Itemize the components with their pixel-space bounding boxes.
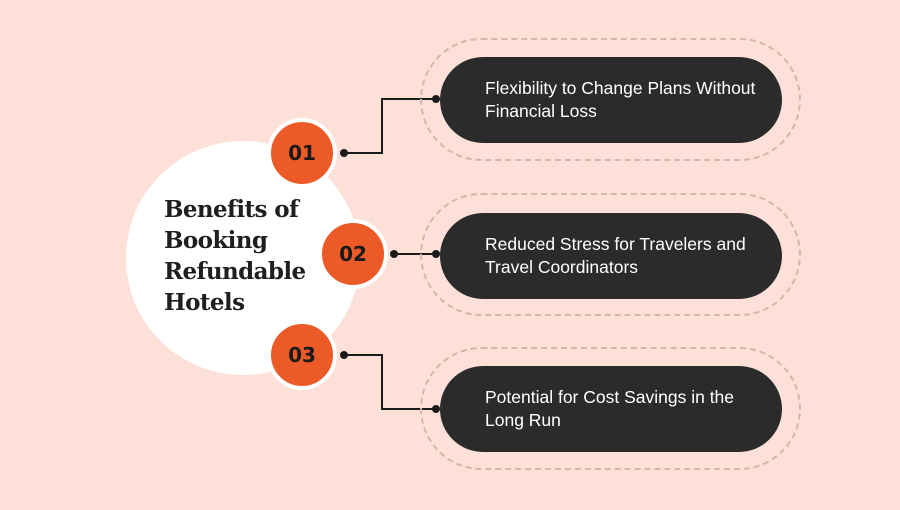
hub-title-line: Booking	[164, 227, 268, 254]
benefit-pill-03: Potential for Cost Savings in the Long R…	[440, 366, 782, 452]
benefit-text: Potential for Cost Savings in the Long R…	[485, 387, 735, 430]
benefit-pill-01: Flexibility to Change Plans Without Fina…	[440, 57, 782, 143]
benefit-text: Reduced Stress for Travelers and Travel …	[485, 234, 746, 277]
benefit-text: Flexibility to Change Plans Without Fina…	[485, 78, 756, 121]
hub-title: Benefits of Booking Refundable Hotels	[164, 194, 324, 318]
connector-02-start-dot	[390, 250, 398, 258]
benefit-halo-03	[420, 347, 801, 470]
hub-title-line: Hotels	[164, 289, 245, 316]
step-badge-03: 03	[267, 320, 337, 390]
hub-title-line: Benefits of	[164, 196, 299, 223]
connector-03-start-dot	[340, 351, 348, 359]
benefit-pill-02: Reduced Stress for Travelers and Travel …	[440, 213, 782, 299]
step-badge-02: 02	[318, 219, 388, 289]
connector-01	[344, 98, 436, 154]
benefit-halo-01	[420, 38, 801, 161]
step-badge-01: 01	[267, 118, 337, 188]
connector-03	[344, 354, 436, 410]
connector-01-start-dot	[340, 149, 348, 157]
benefit-halo-02	[420, 193, 801, 316]
hub-title-line: Refundable	[164, 258, 306, 285]
